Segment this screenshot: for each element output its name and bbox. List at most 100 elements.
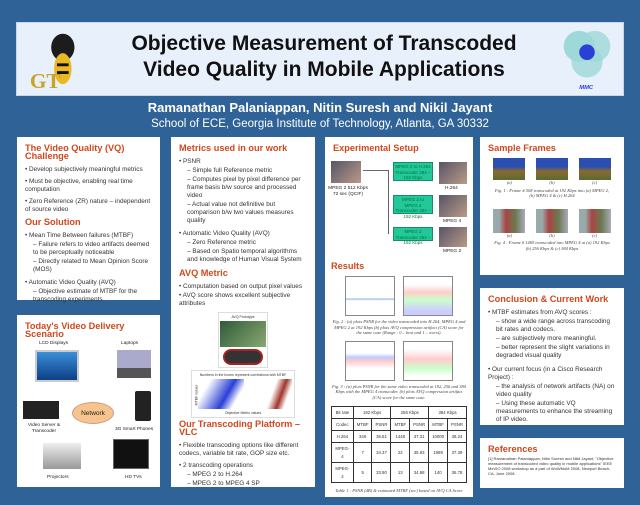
mpeg2-transcoder-box: MPEG 2 Transcoder 384 – 192 Kbps (393, 227, 433, 245)
samples-panel: Sample Frames (a) (b) (c) Fig. 1 : Frame… (480, 137, 624, 275)
list-item: – the analysis of network artifacts (NA)… (496, 383, 615, 398)
list-item: • MTBF estimates from AVQ scores : (488, 309, 592, 316)
hdtv-label: HD TVs (125, 475, 142, 480)
references-heading: References (488, 444, 538, 454)
h264-output-image (439, 162, 467, 184)
avq-plot-b (403, 276, 453, 316)
source-video-image (331, 161, 361, 183)
platform-heading: Our Transcoding Platform – VLC (179, 419, 300, 437)
smartphone-image (135, 391, 151, 421)
avq-gauge-image (223, 349, 263, 365)
list-item: • Our current focus (in a Cisco Research… (488, 366, 603, 381)
list-item: – Using these automatic VQ measurements … (496, 400, 613, 423)
samples-heading: Sample Frames (488, 143, 556, 153)
list-item: – MPEG 2 to H.264 (187, 471, 243, 478)
server-label: Video Server & Transcoder (27, 423, 61, 434)
avq-prototype-figure: AVQ Prototype (218, 312, 268, 368)
avq-heading: AVQ Metric (179, 268, 228, 278)
sample-frame-image (535, 208, 568, 233)
server-image (23, 401, 59, 419)
list-item: • Develop subjectively meaningful metric… (25, 166, 143, 173)
phones-label: 3G Smart Phones (115, 427, 154, 432)
list-item: – Based on Spatio temporal algorithms an… (187, 248, 302, 263)
list-item: – Failure refers to video artifacts deem… (33, 241, 150, 256)
georgia-tech-logo: GT (30, 33, 75, 92)
svg-text:MMC: MMC (579, 85, 594, 91)
mpeg2-output-image (439, 227, 467, 247)
fig3-caption: Fig. 3 : (a) plots PSNR for the same vid… (331, 383, 467, 400)
list-item: • Must be objective, enabling real time … (25, 178, 133, 193)
metrics-heading: Metrics used in our work (179, 143, 288, 153)
challenge-panel: The Video Quality (VQ) Challenge • Devel… (17, 137, 160, 303)
list-item: – better represent the slight variations… (496, 344, 610, 359)
laptop-image (117, 350, 151, 378)
challenge-heading: The Video Quality (VQ) Challenge (25, 143, 125, 161)
sample-frame-image (493, 158, 526, 180)
list-item: • Mean Time Between failures (MTBF) (25, 232, 134, 239)
list-item: • Flexible transcoding options like diff… (179, 442, 299, 457)
list-item: – Directly related to Mean Opinion Score… (33, 258, 149, 273)
setup-heading: Experimental Setup (333, 143, 419, 153)
figure-title: AVQ Prototype (231, 315, 255, 319)
list-item: • Automatic Video Quality (AVQ) (179, 230, 270, 237)
projectors-label: Projectors (47, 475, 69, 480)
sample-frame-image (578, 158, 611, 180)
hdtv-image (113, 439, 149, 469)
scatter-plot-left (198, 379, 244, 409)
lcd-label: LCD Displays (39, 341, 69, 346)
network-cloud: Network (72, 402, 114, 424)
mmc-logo: MMC (563, 30, 611, 91)
fig4-caption: Fig. 4 : Frame # 1469 transcoded into MP… (494, 240, 610, 251)
scenario-heading: Today's Video Delivery Scenario (25, 321, 125, 339)
list-item: – Actual value not definitive but compar… (187, 201, 294, 224)
output-label: H.264 (445, 186, 458, 191)
scatter-plot-right (246, 379, 292, 409)
mpeg4-output-image (439, 195, 467, 217)
conclusion-panel: Conclusion & Current Work • MTBF estimat… (480, 288, 624, 425)
correlation-scatter-figure: Numbers in the boxes represent correlati… (191, 370, 295, 418)
sample-frame-image (578, 208, 611, 233)
avq-plot-d (403, 340, 453, 381)
setup-panel: Experimental Setup MPEG 2 512 Kbps 72 se… (325, 137, 473, 497)
sample-frame-image (493, 208, 526, 233)
list-item: – MPEG 2 to MPEG 4 SP (187, 480, 260, 487)
list-item: • Automatic Video Quality (AVQ) (25, 279, 116, 286)
source-label: MPEG 2 512 Kbps 72 sec (QCIF) (328, 186, 368, 197)
fig1-caption: Fig. 1 : Frame # 508 transcoded at 192 K… (494, 187, 610, 199)
list-item: – Objective estimate of MTBF for the tra… (33, 288, 138, 303)
psnr-plot-a (345, 276, 395, 316)
conclusion-heading: Conclusion & Current Work (488, 294, 609, 304)
authors: Ramanathan Palaniappan, Nitin Suresh and… (147, 100, 493, 115)
list-item: • AVQ score shows excellent subjective a… (179, 292, 291, 307)
list-item: – Zero Reference metric (187, 239, 256, 246)
scatter-title: Numbers in the boxes represent correlati… (199, 373, 287, 377)
h264-transcoder-box: MPEG 2 to H.264 Transcoder 384 – 192 Kbp… (393, 162, 433, 181)
psnr-plot-c (345, 340, 395, 381)
video-frame-image (220, 321, 266, 347)
list-item: – Computes pixel by pixel difference per… (187, 176, 301, 199)
laptops-label: Laptops (121, 341, 139, 346)
list-item: • 2 transcoding operations (179, 462, 254, 469)
lcd-display-image (35, 350, 79, 382)
list-item: • PSNR (179, 158, 201, 165)
results-heading: Results (331, 261, 365, 271)
scatter-ylabel: MTBF values (194, 384, 199, 406)
list-item: – are subjectively more meaningful. (496, 335, 597, 342)
reference-item: [1] Ramanathan Palaniappan, Nitin Suresh… (488, 456, 614, 476)
mpeg4-transcoder-box: MPEG 2 to MPEG 4 Transcoder 384 – 192 Kb… (393, 195, 433, 219)
list-item: – show a wide range across transcoding b… (496, 318, 611, 333)
affiliation: School of ECE, Georgia Institute of Tech… (151, 118, 489, 130)
projector-image (43, 443, 81, 469)
output-label: MPEG 4 (443, 219, 462, 224)
scatter-xlabel: Objective Metric values (224, 411, 262, 415)
metrics-panel: Metrics used in our work • PSNR – Simple… (171, 137, 315, 487)
fig2-caption: Fig. 2 : (a) plots PSNR for the video tr… (332, 319, 466, 335)
list-item: • Computation based on output pixel valu… (179, 283, 303, 290)
solution-heading: Our Solution (25, 217, 81, 227)
references-panel: References [1] Ramanathan Palaniappan, N… (480, 438, 624, 488)
